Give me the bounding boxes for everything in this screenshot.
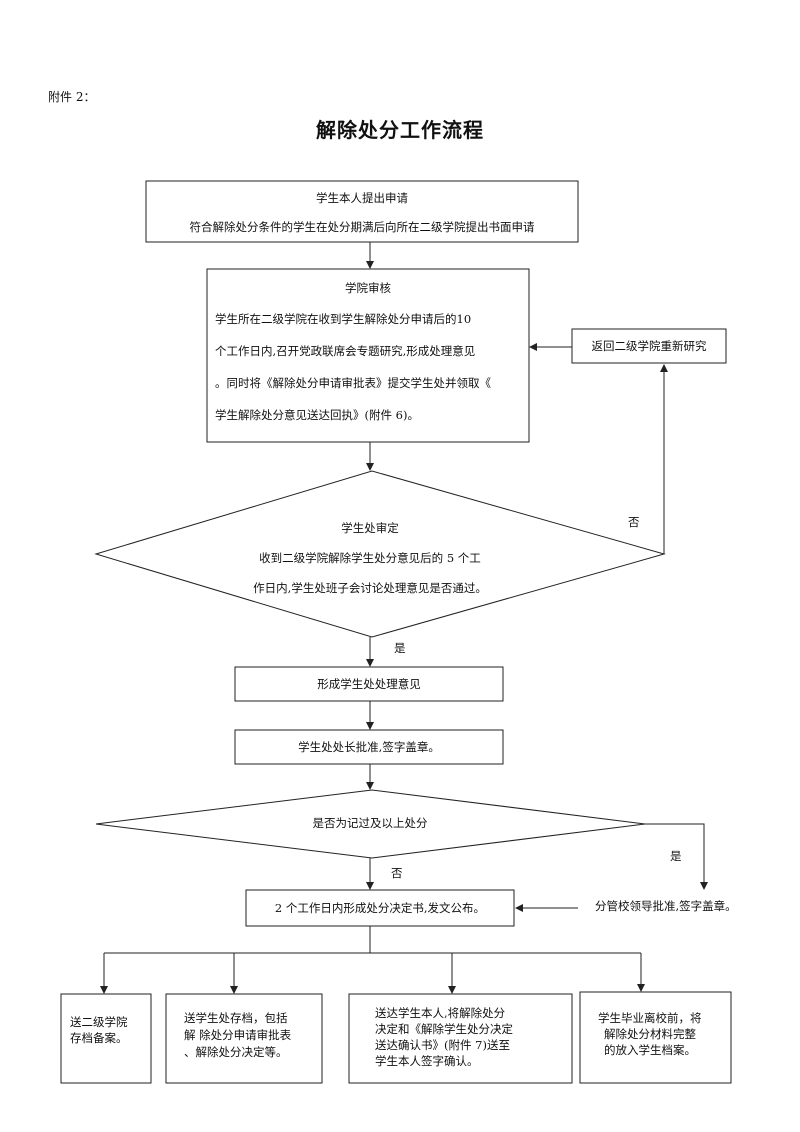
page-title: 解除处分工作流程 <box>316 118 484 142</box>
form-opinion-label: 形成学生处处理意见 <box>317 677 421 691</box>
college-review-box <box>206 268 530 443</box>
director-approve-box <box>234 729 504 765</box>
office-review-title: 学生处审定 <box>341 521 399 535</box>
college-review-line4: 学生解除处分意见送达回执》(附件 6)。 <box>215 408 419 422</box>
output1-line1: 送二级学院 <box>70 1015 128 1029</box>
label-no-top: 否 <box>628 515 640 529</box>
label-no-bottom: 否 <box>391 866 403 880</box>
director-approve-label: 学生处处长批准,签字盖章。 <box>298 740 440 754</box>
return-box-label: 返回二级学院重新研究 <box>591 339 707 353</box>
label-yes-mid: 是 <box>394 641 406 655</box>
output3-line3: 送达确认书》(附件 7)送至 <box>375 1038 510 1052</box>
attachment-label: 附件 2： <box>48 90 96 104</box>
output4-line1: 学生毕业离校前，将 <box>598 1011 702 1025</box>
decision-doc-box <box>245 889 515 927</box>
return-box <box>571 328 727 364</box>
college-review-line3: 。同时将《解除处分申请审批表》提交学生处并领取《 <box>215 376 491 390</box>
decision-doc-label: 2 个工作日内形成处分决定书,发文公布。 <box>274 901 486 915</box>
connector-yes-right <box>645 823 708 890</box>
college-review-line1: 学生所在二级学院在收到学生解除处分申请后的10 <box>215 312 472 326</box>
apply-title: 学生本人提出申请 <box>316 191 408 205</box>
output2-line3: 、解除处分决定等。 <box>184 1045 288 1059</box>
apply-detail: 符合解除处分条件的学生在处分期满后向所在二级学院提出书面申请 <box>189 220 535 234</box>
output1-line2: 存档备案。 <box>70 1031 128 1045</box>
apply-box <box>145 180 579 243</box>
college-review-line2: 个工作日内,召开党政联席会专题研究,形成处理意见 <box>215 344 476 358</box>
decision-question: 是否为记过及以上处分 <box>312 816 428 830</box>
output-box-1 <box>60 993 152 1084</box>
college-review-title: 学院审核 <box>345 281 391 295</box>
output3-line4: 学生本人签字确认。 <box>375 1054 479 1068</box>
output4-line2: 解除处分材料完整 <box>604 1027 696 1041</box>
output-box-2 <box>165 993 323 1084</box>
office-review-line1: 收到二级学院解除学生处分意见后的 5 个工 <box>259 551 481 565</box>
output2-line2: 解 除处分申请审批表 <box>184 1028 292 1042</box>
office-review-line2: 作日内,学生处班子会讨论处理意见是否通过。 <box>253 581 487 595</box>
leader-approve-label: 分管校领导批准,签字盖章。 <box>595 899 737 913</box>
output3-line2: 决定和《解除学生处分决定 <box>375 1022 513 1036</box>
output-box-4 <box>579 991 732 1084</box>
output3-line1: 送达学生本人,将解除处分 <box>375 1006 506 1020</box>
form-opinion-box <box>234 666 504 702</box>
label-yes-right: 是 <box>670 849 682 863</box>
output-box-3 <box>348 993 573 1084</box>
output4-line3: 的放入学生档案。 <box>604 1043 696 1057</box>
output2-line1: 送学生处存档，包括 <box>184 1011 288 1025</box>
